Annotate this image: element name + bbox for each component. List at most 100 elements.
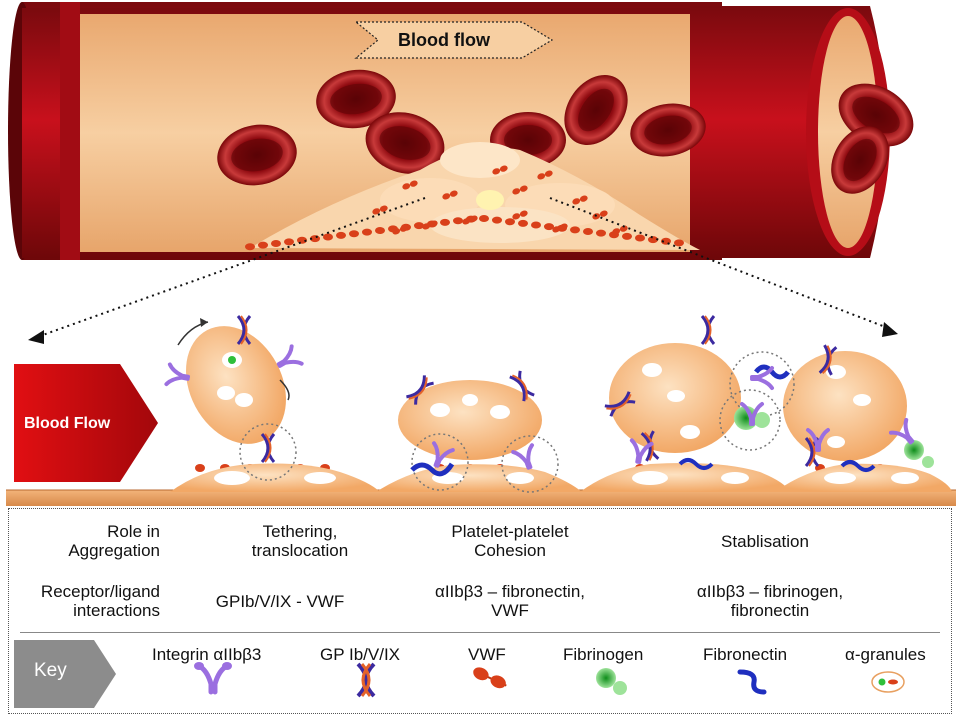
platelet-tethering [177, 318, 297, 481]
vwf-dot [392, 225, 408, 235]
vwf-dot [271, 240, 281, 247]
vwf-dot [570, 226, 580, 234]
vwf-dot [635, 234, 645, 242]
gp-ib-glyph [604, 391, 636, 417]
vwf-dot [583, 228, 593, 235]
key-granule-icon [871, 671, 905, 693]
key-label: Key [34, 660, 67, 681]
role-tethering: Tethering, translocation [195, 522, 405, 560]
vwf-dot [372, 205, 388, 215]
gp-ib-glyph [260, 433, 276, 463]
key-integrin-icon [194, 662, 232, 695]
vwf-dot [442, 190, 458, 200]
vwf-dot [648, 236, 658, 244]
role-tethering-line2: translocation [251, 541, 349, 560]
gp-ib-glyph [509, 370, 535, 402]
integrin-glyph [432, 441, 455, 468]
receptor-stabilisation: αIIbβ3 – fibrinogen, fibronectin [660, 582, 880, 620]
key-gp-ib-icon [356, 662, 376, 698]
blood-flow-arrow [14, 364, 158, 482]
receptor-tethering: GPIb/V/IX - VWF [215, 592, 345, 611]
vwf-dot [362, 228, 372, 236]
vwf-dot [245, 243, 255, 251]
vwf-dot [258, 241, 268, 249]
key-vwf-icon [473, 667, 507, 689]
vwf-dot [453, 217, 463, 225]
integrin-glyph [888, 417, 915, 445]
vwf-dot [612, 225, 628, 235]
vessel-wall-floor [6, 489, 956, 506]
vwf-dot [674, 239, 684, 247]
gp-ib-glyph [818, 344, 838, 376]
zoom-arrowhead-left [28, 330, 44, 344]
integrin-glyph [740, 402, 764, 426]
role-tethering-line1: Tethering, [262, 522, 338, 541]
role-heading: Role in Aggregation [0, 522, 160, 560]
vwf-dot [284, 238, 294, 246]
role-heading-line1: Role in [107, 522, 160, 541]
vwf-dot [462, 215, 478, 225]
platelet-cohesion [398, 380, 559, 493]
vwf-dot [375, 227, 385, 234]
receptor-cohesion: αIIbβ3 – fibronectin, VWF [395, 582, 625, 620]
vwf-dot [531, 221, 541, 229]
role-cohesion-line1: Platelet-platelet [451, 522, 569, 541]
gp-ib-glyph [406, 375, 434, 405]
zoom-lines [39, 197, 889, 337]
vwf-dot [336, 231, 346, 239]
receptor-heading: Receptor/ligand interactions [0, 582, 160, 620]
integrin-glyph [750, 366, 774, 390]
vwf-dot [492, 165, 508, 175]
receptor-stabilisation-line2: fibronectin [730, 601, 810, 620]
vwf-dot [552, 223, 568, 233]
vwf-dot [195, 464, 205, 472]
vwf-dot [518, 219, 528, 227]
integrin-glyph [164, 362, 191, 387]
vwf-dot [414, 222, 424, 230]
vwf-dot [402, 180, 418, 190]
vwf-dot [479, 215, 489, 222]
vwf-dot [512, 210, 528, 220]
red-blood-cells [217, 69, 914, 194]
receptor-cohesion-line1: αIIbβ3 – fibronectin, [434, 582, 586, 601]
interaction-table [8, 508, 952, 714]
vwf-dot [505, 218, 515, 226]
vwf-dot [349, 230, 359, 238]
top-flow-arrow [354, 21, 554, 59]
receptor-cohesion-line2: VWF [491, 601, 529, 620]
key-item-fibronectin: Fibronectin [703, 645, 788, 664]
gp-ib-glyph [236, 315, 252, 345]
vwf-dot [596, 229, 606, 237]
blood-flow-arrow-label: Blood Flow [24, 415, 111, 432]
role-cohesion-line2: Cohesion [474, 541, 546, 560]
gp-ib-glyph [700, 315, 716, 345]
receptor-heading-line1: Receptor/ligand [40, 582, 160, 601]
top-blood-flow-label: Blood flow [398, 30, 490, 50]
integrin-glyph [629, 438, 654, 465]
integrin-glyph [276, 344, 304, 368]
key-item-granules: α-granules [845, 645, 926, 664]
role-cohesion: Platelet-platelet Cohesion [405, 522, 615, 560]
zoom-arrowhead-right [882, 322, 898, 337]
platelet-stabilisation [609, 343, 934, 472]
vwf-dot [544, 223, 554, 231]
integrin-glyph [511, 443, 534, 470]
key-box [14, 640, 116, 708]
vwf-dot [440, 218, 450, 226]
key-item-fibrinogen: Fibrinogen [563, 645, 644, 664]
thrombus [250, 142, 700, 250]
vwf-dot [422, 220, 438, 230]
role-stabilisation: Stablisation [721, 532, 809, 551]
key-fibronectin-icon [737, 669, 767, 695]
vwf-dot [492, 216, 502, 224]
key-item-integrin: Integrin αIIbβ3 [152, 645, 262, 664]
key-item-gp-ib: GP Ib/V/IX [320, 645, 401, 664]
vwf-dot [622, 232, 632, 240]
receptor-glyphs [164, 315, 915, 470]
vwf-dot [572, 195, 588, 205]
adherent-platelets [170, 463, 952, 492]
role-heading-line2: Aggregation [68, 541, 160, 560]
key-separator [20, 632, 940, 633]
key-fibrinogen-icon [596, 668, 627, 695]
